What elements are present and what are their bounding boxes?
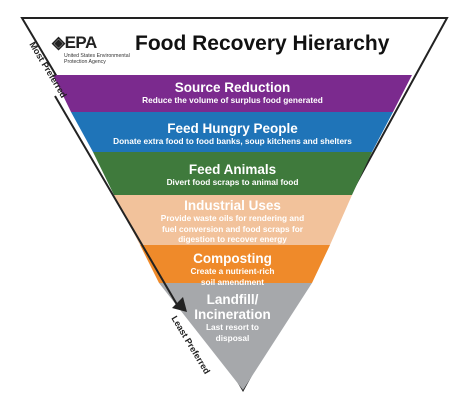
tier-industrial-uses: Industrial Uses Provide waste oils for r…: [0, 198, 465, 245]
epa-logo-text: EPA: [64, 33, 98, 52]
page-title: Food Recovery Hierarchy: [135, 32, 390, 55]
tier-band-landfill: [159, 283, 312, 390]
tier-title: Feed Hungry People: [167, 121, 298, 136]
tier-band-source-reduction: [53, 75, 412, 112]
tier-title: Source Reduction: [174, 80, 291, 95]
tier-description: soil amendment: [200, 276, 265, 287]
tier-title: Feed Animals: [188, 162, 277, 177]
tier-description: Provide waste oils for rendering and: [160, 213, 305, 223]
tier-band-feed-animals: [93, 152, 372, 195]
tier-description: Divert food scraps to animal food: [166, 177, 299, 187]
tier-title-line2: Incineration: [194, 307, 271, 322]
tier-description: digestion to recover energy: [178, 234, 287, 244]
tier-band-feed-hungry-people: [71, 112, 393, 152]
tier-title: Industrial Uses: [184, 198, 281, 213]
tier-feed-hungry-people: Feed Hungry People Donate extra food to …: [0, 121, 465, 147]
tier-feed-animals: Feed Animals Divert food scraps to anima…: [0, 162, 465, 188]
tier-description: Reduce the volume of surplus food genera…: [142, 95, 323, 105]
tier-title: Composting: [193, 251, 272, 266]
tier-title: Landfill/: [206, 292, 259, 307]
tier-source-reduction: Source Reduction Reduce the volume of su…: [0, 80, 465, 106]
epa-logo-mark: ◈EPA: [52, 33, 98, 52]
tier-description: Create a nutrient-rich: [190, 266, 275, 276]
tier-band-composting: [140, 245, 330, 283]
tier-landfill-incineration: Landfill/ Incineration Last resort to di…: [0, 292, 465, 343]
tier-description: Last resort to: [205, 322, 260, 332]
preference-arrow-line: [54, 95, 180, 309]
preference-arrow-head: [172, 297, 187, 312]
epa-logo-subtext: United States Environmental Protection A…: [64, 53, 130, 65]
tier-band-industrial-uses: [114, 195, 352, 245]
tier-description: fuel conversion and food scraps for: [161, 223, 304, 234]
tier-description: disposal: [215, 332, 250, 343]
epa-logo: ◈EPA United States Environmental Protect…: [52, 33, 134, 65]
tier-description: Donate extra food to food banks, soup ki…: [113, 136, 352, 146]
tier-composting: Composting Create a nutrient-rich soil a…: [0, 251, 465, 287]
